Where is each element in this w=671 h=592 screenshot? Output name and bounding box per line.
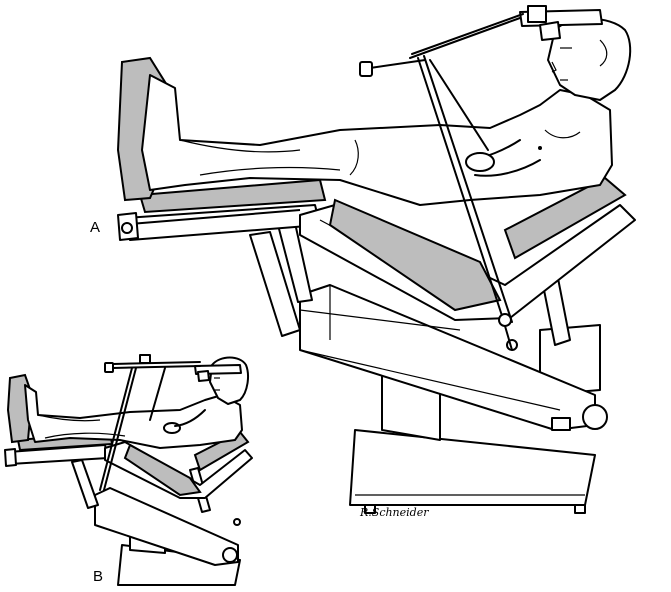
frame-rod-b xyxy=(112,365,201,369)
figure-label-a: A xyxy=(90,219,101,236)
support-pole-a xyxy=(417,57,506,326)
seat-pad-a xyxy=(328,198,502,312)
figure-label-b: B xyxy=(93,568,104,585)
back-pad-a xyxy=(503,176,627,260)
chair-tilt-housing-b xyxy=(94,487,239,566)
pivot-knob-a xyxy=(582,404,608,430)
patient-head-a xyxy=(547,17,632,101)
chair-base-a xyxy=(349,429,596,506)
leg-pad-a xyxy=(138,178,327,214)
figure-b xyxy=(4,354,253,586)
hands-b xyxy=(163,422,181,434)
patient-body-a xyxy=(141,74,613,206)
seat-pad-b xyxy=(123,443,202,497)
hands-a xyxy=(465,152,495,172)
patient-body-b xyxy=(24,384,243,449)
artist-signature: R.Schneider xyxy=(360,506,429,519)
figure-a xyxy=(116,5,636,514)
support-pole-b xyxy=(99,367,133,491)
chair-base-b xyxy=(117,544,241,586)
frame-rod-a xyxy=(409,17,521,59)
